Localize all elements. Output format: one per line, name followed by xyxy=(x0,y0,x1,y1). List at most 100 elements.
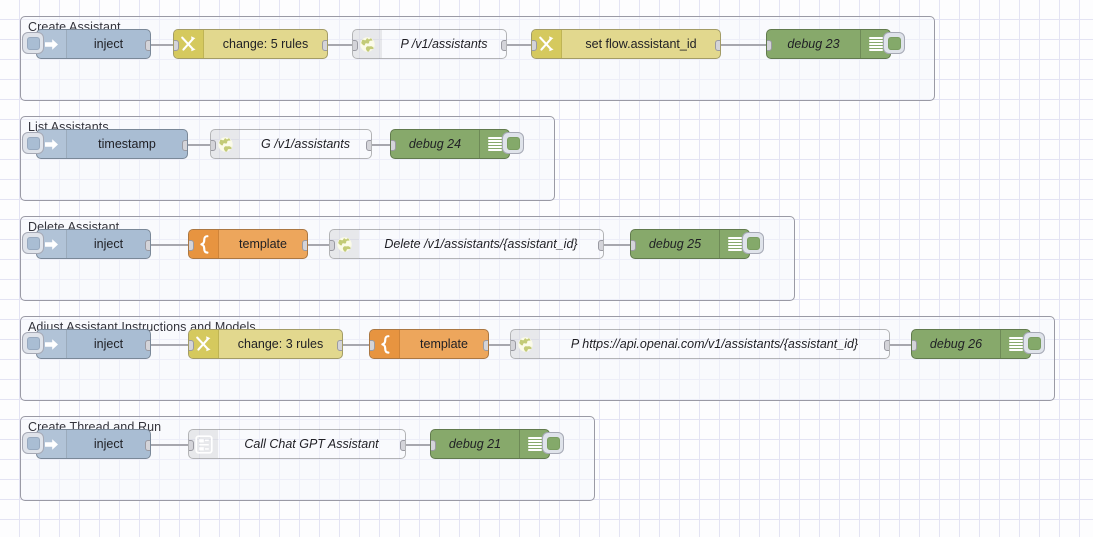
node-change-3-rules-wrapper: change: 3 rules xyxy=(188,329,343,359)
hamburger-icon xyxy=(719,230,749,258)
inject-trigger-button[interactable] xyxy=(22,32,44,54)
node-input-port[interactable] xyxy=(511,340,516,351)
node-change-3-rules[interactable]: change: 3 rules xyxy=(188,329,343,359)
debug-toggle-button[interactable] xyxy=(1023,332,1045,354)
node-debug-24-wrapper: debug 24 xyxy=(390,129,524,159)
node-output-port[interactable] xyxy=(884,340,889,351)
node-inject[interactable]: inject xyxy=(36,29,151,59)
wire[interactable] xyxy=(151,44,173,46)
node-input-port[interactable] xyxy=(912,340,917,351)
node-output-port[interactable] xyxy=(322,40,327,51)
inject-button-indicator xyxy=(26,136,40,150)
debug-button-indicator xyxy=(506,136,520,150)
node-http-get-assistants[interactable]: G /v1/assistants xyxy=(210,129,372,159)
node-label: timestamp xyxy=(98,137,156,151)
node-input-port[interactable] xyxy=(189,440,194,451)
node-inject-thread[interactable]: inject xyxy=(36,429,151,459)
node-output-port[interactable] xyxy=(182,140,187,151)
debug-toggle-button[interactable] xyxy=(883,32,905,54)
node-template-delete-wrapper: template xyxy=(188,229,308,259)
wire[interactable] xyxy=(328,44,352,46)
node-debug-23[interactable]: debug 23 xyxy=(766,29,891,59)
debug-button-indicator xyxy=(746,236,760,250)
wire[interactable] xyxy=(721,44,766,46)
wire[interactable] xyxy=(507,44,531,46)
node-template-adjust[interactable]: template xyxy=(369,329,489,359)
wire[interactable] xyxy=(890,344,911,346)
node-output-port[interactable] xyxy=(598,240,603,251)
node-label: set flow.assistant_id xyxy=(585,37,697,51)
node-output-port[interactable] xyxy=(366,140,371,151)
node-http-post-assistants[interactable]: P /v1/assistants xyxy=(352,29,507,59)
curly-brace-icon xyxy=(189,230,219,258)
node-input-port[interactable] xyxy=(431,440,436,451)
wire[interactable] xyxy=(343,344,369,346)
node-output-port[interactable] xyxy=(145,40,150,51)
wire[interactable] xyxy=(308,244,329,246)
debug-toggle-button[interactable] xyxy=(742,232,764,254)
node-output-port[interactable] xyxy=(483,340,488,351)
node-input-port[interactable] xyxy=(370,340,375,351)
shuffle-icon xyxy=(532,30,562,58)
node-template-adjust-wrapper: template xyxy=(369,329,489,359)
globe-icon xyxy=(330,230,359,258)
debug-toggle-button[interactable] xyxy=(542,432,564,454)
node-inject-thread-wrapper: inject xyxy=(22,429,151,459)
node-label: Call Chat GPT Assistant xyxy=(244,437,379,451)
node-http-post-assistants-wrapper: P /v1/assistants xyxy=(352,29,507,59)
node-output-port[interactable] xyxy=(302,240,307,251)
node-output-port[interactable] xyxy=(337,340,342,351)
debug-toggle-button[interactable] xyxy=(502,132,524,154)
node-label: inject xyxy=(93,437,124,451)
wire[interactable] xyxy=(151,244,188,246)
wire[interactable] xyxy=(188,144,210,146)
node-input-port[interactable] xyxy=(330,240,335,251)
node-label: G /v1/assistants xyxy=(261,137,350,151)
node-input-port[interactable] xyxy=(631,240,636,251)
wire[interactable] xyxy=(151,444,188,446)
node-change[interactable]: change: 5 rules xyxy=(173,29,328,59)
node-change-wrapper: change: 5 rules xyxy=(173,29,328,59)
wire[interactable] xyxy=(151,344,188,346)
debug-button-indicator xyxy=(887,36,901,50)
node-output-port[interactable] xyxy=(715,40,720,51)
node-input-port[interactable] xyxy=(767,40,772,51)
wire[interactable] xyxy=(489,344,510,346)
node-output-port[interactable] xyxy=(145,440,150,451)
node-input-port[interactable] xyxy=(391,140,396,151)
node-label: template xyxy=(420,337,468,351)
node-inject-timestamp[interactable]: timestamp xyxy=(36,129,188,159)
node-debug-21-wrapper: debug 21 xyxy=(430,429,564,459)
node-template-delete[interactable]: template xyxy=(188,229,308,259)
node-debug-24[interactable]: debug 24 xyxy=(390,129,510,159)
inject-trigger-button[interactable] xyxy=(22,132,44,154)
node-debug-21[interactable]: debug 21 xyxy=(430,429,550,459)
node-input-port[interactable] xyxy=(353,40,358,51)
node-output-port[interactable] xyxy=(400,440,405,451)
node-chatgpt-assistant[interactable]: Call Chat GPT Assistant xyxy=(188,429,406,459)
node-debug-26[interactable]: debug 26 xyxy=(911,329,1031,359)
node-inject-adjust[interactable]: inject xyxy=(36,329,151,359)
node-change-set-flow-assistant-id[interactable]: set flow.assistant_id xyxy=(531,29,721,59)
inject-trigger-button[interactable] xyxy=(22,232,44,254)
node-input-port[interactable] xyxy=(189,340,194,351)
node-http-get-assistants-wrapper: G /v1/assistants xyxy=(210,129,372,159)
node-input-port[interactable] xyxy=(174,40,179,51)
inject-trigger-button[interactable] xyxy=(22,432,44,454)
node-input-port[interactable] xyxy=(189,240,194,251)
node-inject-delete[interactable]: inject xyxy=(36,229,151,259)
node-debug-25[interactable]: debug 25 xyxy=(630,229,750,259)
node-output-port[interactable] xyxy=(501,40,506,51)
wire[interactable] xyxy=(604,244,630,246)
node-http-delete-assistant[interactable]: Delete /v1/assistants/{assistant_id} xyxy=(329,229,604,259)
node-input-port[interactable] xyxy=(211,140,216,151)
node-input-port[interactable] xyxy=(532,40,537,51)
node-output-port[interactable] xyxy=(145,340,150,351)
node-http-post-openai-assistant[interactable]: P https://api.openai.com/v1/assistants/{… xyxy=(510,329,890,359)
wire[interactable] xyxy=(406,444,430,446)
node-output-port[interactable] xyxy=(145,240,150,251)
node-chatgpt-assistant-wrapper: Call Chat GPT Assistant xyxy=(188,429,406,459)
wire[interactable] xyxy=(372,144,390,146)
inject-trigger-button[interactable] xyxy=(22,332,44,354)
